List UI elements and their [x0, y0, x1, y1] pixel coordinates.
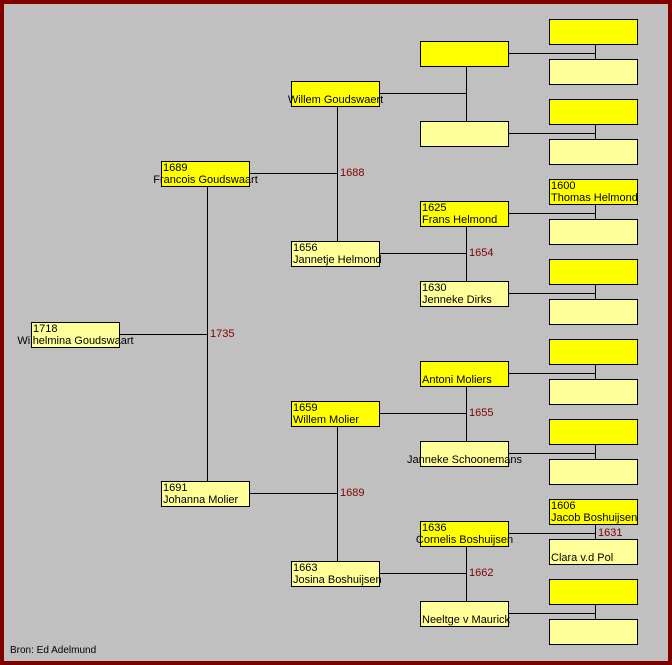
connector-line	[508, 613, 595, 614]
person-name: Antoni Moliers	[422, 374, 492, 386]
person-name: Janneke Schoonemans	[407, 454, 522, 466]
marriage-year: 1654	[469, 247, 494, 259]
person-box-male[interactable]: Antoni Moliers	[420, 361, 509, 387]
connector-line	[508, 373, 595, 374]
person-name: Thomas Helmond	[551, 192, 638, 204]
connector-line	[595, 604, 596, 619]
connector-line	[595, 364, 596, 379]
person-box-female[interactable]	[549, 619, 638, 645]
source-caption: Bron: Ed Adelmund	[10, 645, 97, 656]
marriage-year: 1735	[210, 328, 235, 340]
person-year: 1659	[293, 402, 318, 414]
connector-line	[508, 453, 595, 454]
person-name: Francois Goudswaart	[153, 174, 258, 186]
connector-line	[466, 226, 467, 281]
connector-line	[379, 573, 466, 574]
person-box-female[interactable]: Clara v.d Pol	[549, 539, 638, 565]
person-box-male[interactable]	[549, 419, 638, 445]
person-box-female[interactable]	[549, 59, 638, 85]
connector-line	[508, 293, 595, 294]
person-name: Willem Molier	[293, 414, 359, 426]
connector-line	[595, 124, 596, 139]
person-box-female[interactable]	[549, 299, 638, 325]
connector-line	[595, 284, 596, 299]
person-box-male[interactable]	[420, 41, 509, 67]
person-name: Neeltge v Maurick	[422, 614, 511, 626]
connector-line	[595, 204, 596, 219]
person-year: 1718	[33, 323, 58, 335]
person-box-male[interactable]	[549, 579, 638, 605]
person-year: 1689	[163, 162, 188, 174]
person-box-female[interactable]	[549, 379, 638, 405]
connector-line	[508, 533, 595, 534]
person-box-male[interactable]	[549, 19, 638, 45]
marriage-year: 1662	[469, 567, 494, 579]
person-name: Jenneke Dirks	[422, 294, 492, 306]
person-box-male[interactable]	[549, 99, 638, 125]
connector-line	[508, 53, 595, 54]
connector-line	[249, 173, 337, 174]
marriage-year: 1689	[340, 487, 365, 499]
person-name: Clara v.d Pol	[551, 552, 614, 564]
person-year: 1625	[422, 202, 447, 214]
person-box-female[interactable]	[549, 219, 638, 245]
marriage-year: 1655	[469, 407, 494, 419]
person-year: 1636	[422, 522, 447, 534]
person-name: Willem Goudswaert	[287, 94, 384, 106]
connector-line	[379, 413, 466, 414]
person-year: 1606	[551, 500, 576, 512]
person-year: 1630	[422, 282, 447, 294]
connector-line	[508, 133, 595, 134]
person-box-male[interactable]: Willem Goudswaert	[287, 81, 384, 107]
person-name: Jannetje Helmond	[293, 254, 382, 266]
person-year: 1663	[293, 562, 318, 574]
connector-line	[379, 253, 466, 254]
connector-line	[207, 186, 208, 481]
connector-line	[466, 546, 467, 601]
person-box-female[interactable]	[420, 121, 509, 147]
person-name: Cornelis Boshuijsen	[415, 534, 514, 546]
connector-line	[337, 426, 338, 561]
person-name: Johanna Molier	[163, 494, 239, 506]
person-box-female[interactable]	[549, 139, 638, 165]
connector-line	[595, 524, 596, 539]
connector-line	[337, 106, 338, 241]
connector-line	[379, 93, 466, 94]
person-box-female[interactable]: Janneke Schoonemans	[407, 441, 522, 467]
connector-line	[508, 213, 595, 214]
person-year: 1656	[293, 242, 318, 254]
person-name: Wilhelmina Goudswaart	[17, 335, 134, 347]
person-box-female[interactable]: Neeltge v Maurick	[420, 601, 511, 627]
person-box-female[interactable]	[549, 459, 638, 485]
connector-line	[595, 44, 596, 59]
person-box-male[interactable]	[549, 339, 638, 365]
person-name: Josina Boshuijsen	[293, 574, 382, 586]
person-year: 1691	[163, 482, 188, 494]
marriage-year: 1688	[340, 167, 365, 179]
connector-line	[119, 334, 207, 335]
person-name: Jacob Boshuijsen	[551, 512, 638, 524]
connector-line	[466, 66, 467, 121]
person-box-male[interactable]	[549, 259, 638, 285]
connector-line	[466, 386, 467, 441]
marriage-year: 1631	[598, 527, 623, 539]
connector-line	[595, 444, 596, 459]
person-year: 1600	[551, 180, 576, 192]
person-name: Frans Helmond	[422, 214, 498, 226]
connector-line	[249, 493, 337, 494]
